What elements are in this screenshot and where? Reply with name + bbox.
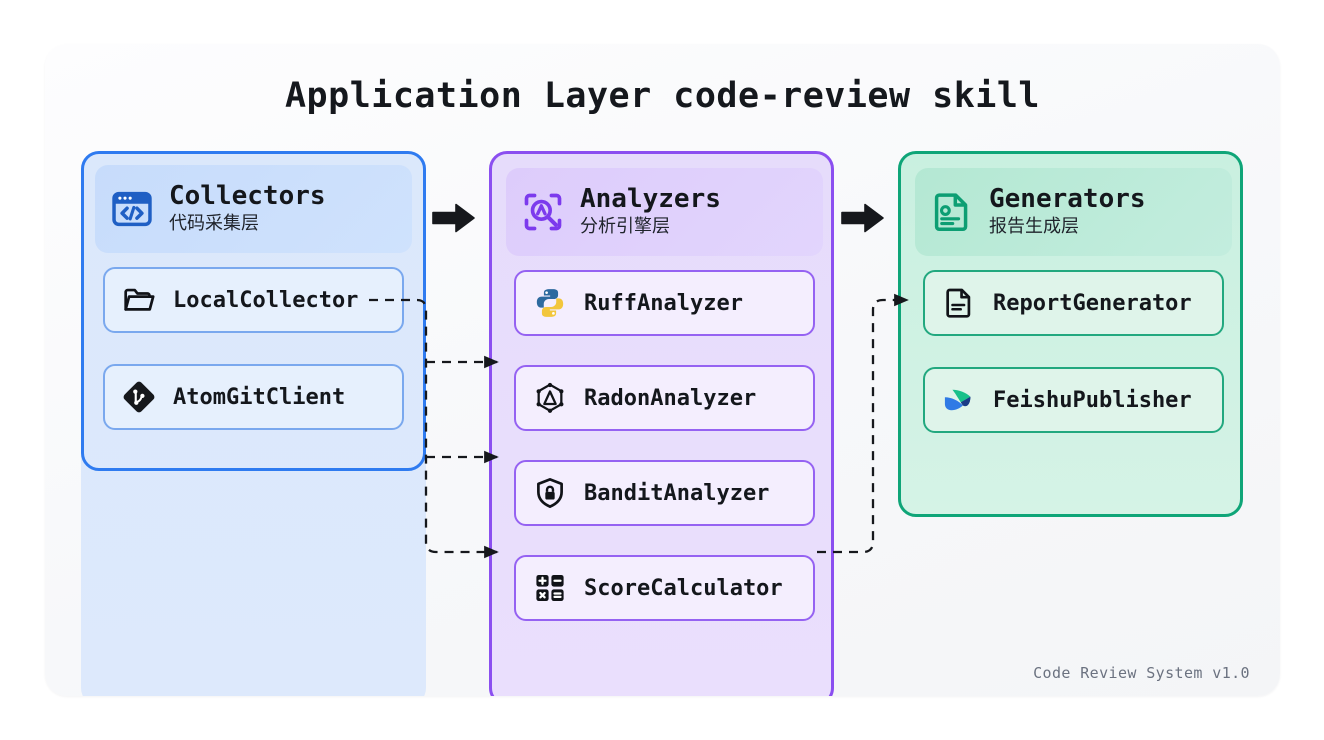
diagram-card: Application Layer code-review skill: [45, 44, 1280, 696]
item-label: BanditAnalyzer: [584, 480, 770, 506]
item-radon-analyzer[interactable]: RadonAnalyzer: [514, 365, 815, 431]
document-lines-icon: [941, 285, 977, 321]
atomgit-icon: [121, 379, 157, 415]
item-atomgit-client[interactable]: AtomGitClient: [103, 364, 404, 430]
column-collectors-frame: [81, 151, 426, 471]
item-local-collector[interactable]: LocalCollector: [103, 267, 404, 333]
column-title-collectors: Collectors: [169, 181, 326, 212]
report-document-icon: [929, 189, 975, 235]
column-collectors[interactable]: Collectors 代码采集层 LocalCollector: [81, 151, 426, 696]
column-header-collectors: Collectors 代码采集层: [95, 165, 412, 253]
feishu-icon: [941, 382, 977, 418]
python-icon: [532, 285, 568, 321]
column-subtitle-generators: 报告生成层: [989, 216, 1079, 238]
flow-arrow-collectors-to-analyzers: [431, 201, 477, 235]
column-header-analyzers: Analyzers 分析引擎层: [506, 168, 823, 256]
column-subtitle-analyzers: 分析引擎层: [580, 216, 670, 238]
shield-lock-icon: [532, 475, 568, 511]
item-label: LocalCollector: [173, 287, 359, 313]
folder-icon: [121, 282, 157, 318]
item-label: ScoreCalculator: [584, 575, 783, 601]
column-subtitle-collectors: 代码采集层: [169, 213, 259, 235]
scan-search-icon: [520, 189, 566, 235]
column-generators[interactable]: Generators 报告生成层 ReportGenerator: [898, 151, 1243, 517]
item-label: RadonAnalyzer: [584, 385, 757, 411]
page-title: Application Layer code-review skill: [284, 76, 1040, 116]
item-report-generator[interactable]: ReportGenerator: [923, 270, 1224, 336]
item-label: FeishuPublisher: [993, 387, 1192, 413]
code-window-icon: [109, 186, 155, 232]
item-label: RuffAnalyzer: [584, 290, 743, 316]
column-analyzers[interactable]: Analyzers 分析引擎层 RuffAnalyzer: [489, 151, 834, 696]
column-title-analyzers: Analyzers: [580, 184, 721, 215]
hexagon-node-icon: [532, 380, 568, 416]
item-label: AtomGitClient: [173, 384, 346, 410]
column-header-generators: Generators 报告生成层: [915, 168, 1232, 256]
flow-arrow-analyzers-to-generators: [840, 201, 886, 235]
item-score-calculator[interactable]: ScoreCalculator: [514, 555, 815, 621]
item-bandit-analyzer[interactable]: BanditAnalyzer: [514, 460, 815, 526]
item-feishu-publisher[interactable]: FeishuPublisher: [923, 367, 1224, 433]
footer-version-label: Code Review System v1.0: [1033, 664, 1250, 682]
calculator-icon: [532, 570, 568, 606]
column-title-generators: Generators: [989, 184, 1146, 215]
item-ruff-analyzer[interactable]: RuffAnalyzer: [514, 270, 815, 336]
item-label: ReportGenerator: [993, 290, 1192, 316]
